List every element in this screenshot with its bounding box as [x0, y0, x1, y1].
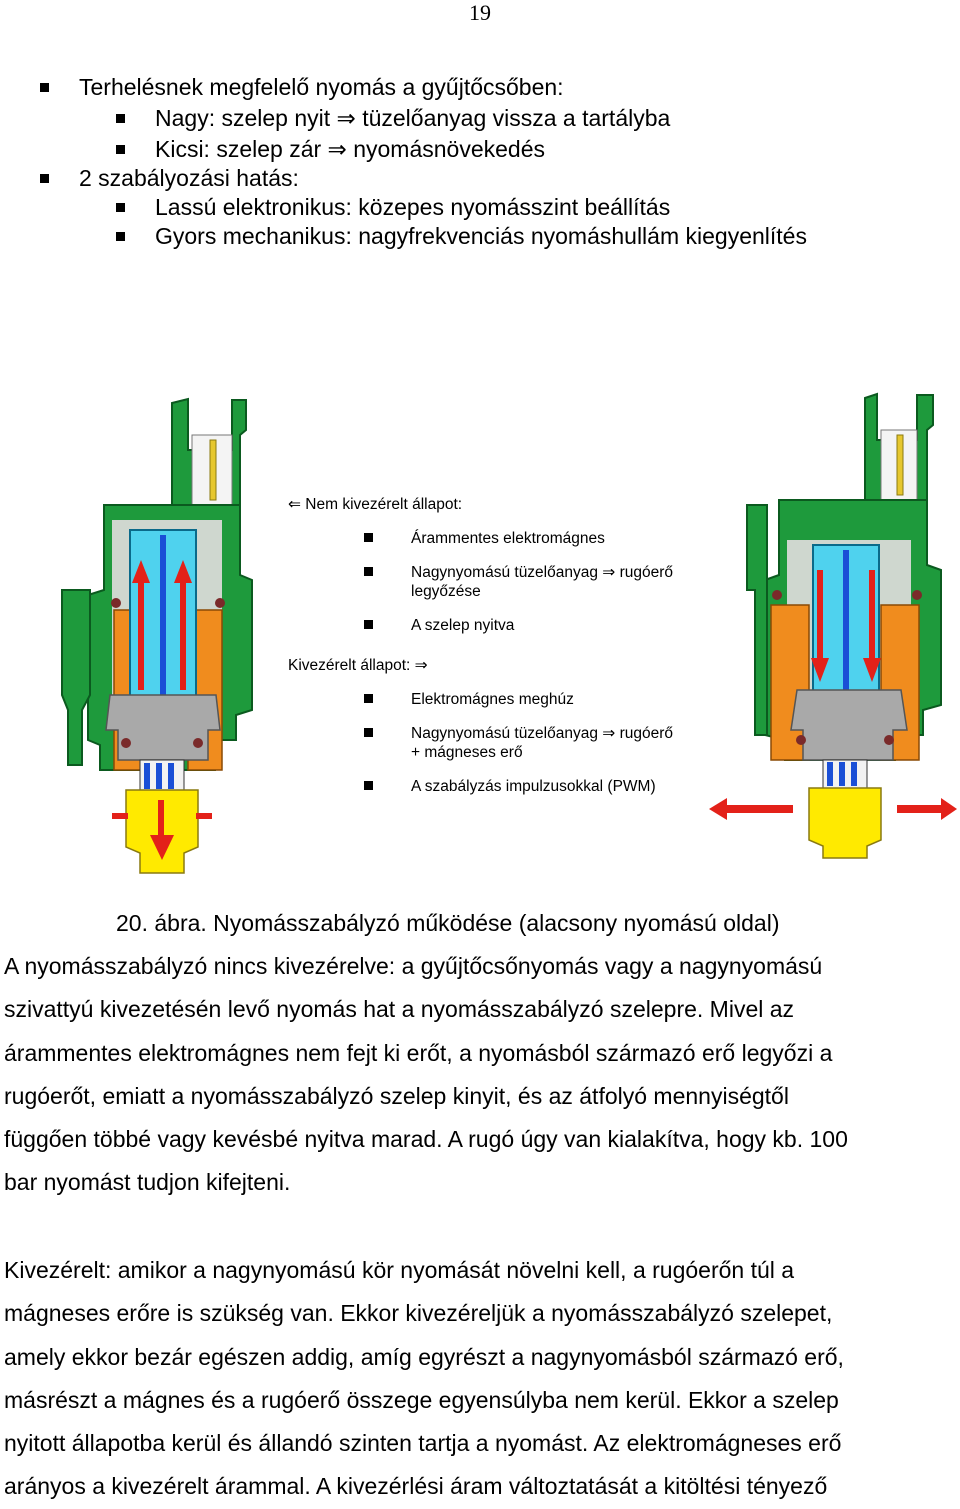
legend-item: Nagynyomású tüzelőanyag ⇒ rugóerő: [364, 724, 673, 743]
paragraph-line: arányos a kivezérelt árammal. A kivezérl…: [4, 1473, 828, 1500]
paragraph-line: mágneses erőre is szükség van. Ekkor kiv…: [4, 1300, 833, 1327]
legend-item: Elektromágnes meghúz: [364, 690, 574, 709]
legend-state-title: ⇐ Nem kivezérelt állapot:: [288, 496, 463, 513]
square-bullet-icon: [40, 83, 49, 92]
square-bullet-icon: [40, 174, 49, 183]
body-paragraph: Kivezérelt: amikor a nagynyomású kör nyo…: [4, 1249, 954, 1509]
legend-item: A szelep nyitva: [364, 616, 514, 635]
legend-item-continuation: legyőzése: [411, 583, 481, 600]
legend-state-title: Kivezérelt állapot: ⇒: [288, 657, 428, 674]
square-bullet-icon: [116, 232, 125, 241]
valve-open-illustration: [61, 397, 253, 874]
square-bullet-icon: [364, 728, 373, 737]
bullet-item-l1: 2 szabályozási hatás:: [40, 163, 299, 193]
bullet-item-l2: Nagy: szelep nyit ⇒ tüzelőanyag vissza a…: [116, 103, 670, 133]
body-paragraph: A nyomásszabályzó nincs kivezérelve: a g…: [4, 945, 954, 1205]
square-bullet-icon: [364, 567, 373, 576]
paragraph-line: szivattyú kivezetésén levő nyomás hat a …: [4, 996, 795, 1023]
paragraph-line: árammentes elektromágnes nem fejt ki erő…: [4, 1039, 833, 1066]
square-bullet-icon: [364, 694, 373, 703]
square-bullet-icon: [364, 533, 373, 542]
square-bullet-icon: [116, 203, 125, 212]
square-bullet-icon: [116, 114, 125, 123]
legend-item: Árammentes elektromágnes: [364, 529, 605, 548]
figure-caption: 20. ábra. Nyomásszabályzó működése (alac…: [116, 910, 780, 936]
page-number: 19: [469, 0, 491, 25]
paragraph-line: amely ekkor bezár egészen addig, amíg eg…: [4, 1343, 844, 1370]
paragraph-line: bar nyomást tudjon kifejteni.: [4, 1169, 291, 1196]
paragraph-line: rugóerőt, emiatt a nyomásszabályzó szele…: [4, 1082, 789, 1109]
paragraph-line: A nyomásszabályzó nincs kivezérelve: a g…: [4, 953, 823, 979]
paragraph-line: függően többé vagy kevésbé nyitva marad.…: [4, 1126, 848, 1153]
paragraph-line: Kivezérelt: amikor a nagynyomású kör nyo…: [4, 1257, 795, 1283]
square-bullet-icon: [364, 620, 373, 629]
square-bullet-icon: [364, 781, 373, 790]
paragraph-line: nyitott állapotba kerül és állandó szint…: [4, 1430, 842, 1457]
square-bullet-icon: [116, 145, 125, 154]
bullet-item-l2: Lassú elektronikus: közepes nyomásszint …: [116, 192, 670, 222]
legend-item: A szabályzás impulzusokkal (PWM): [364, 777, 656, 796]
bullet-item-l2: Gyors mechanikus: nagyfrekvenciás nyomás…: [116, 221, 807, 251]
legend-item-continuation: + mágneses erő: [411, 744, 523, 761]
bullet-item-l2: Kicsi: szelep zár ⇒ nyomásnövekedés: [116, 134, 545, 164]
legend-item: Nagynyomású tüzelőanyag ⇒ rugóerő: [364, 563, 673, 582]
paragraph-line: másrészt a mágnes és a rugóerő összege e…: [4, 1386, 839, 1413]
valve-closed-illustration: [709, 392, 957, 859]
bullet-item-l1: Terhelésnek megfelelő nyomás a gyűjtőcső…: [40, 72, 564, 102]
